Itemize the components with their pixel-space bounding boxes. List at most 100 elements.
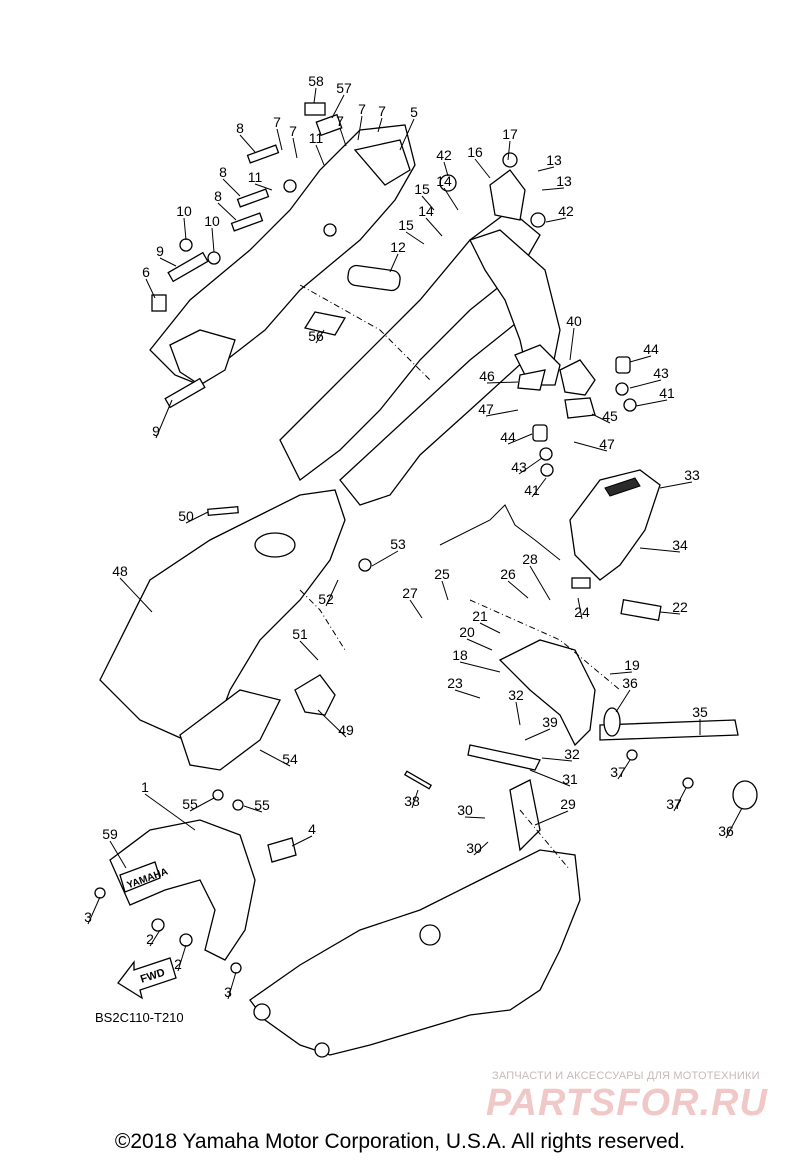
leader-line-28: [421, 195, 435, 211]
callout-label-49: 33: [684, 467, 700, 483]
watermark-subtitle: ЗАПЧАСТИ И АКСЕССУАРЫ ДЛЯ МОТОТЕХНИКИ: [492, 1070, 760, 1082]
screw-55-left: [212, 789, 224, 801]
leader-line-77: [259, 749, 291, 767]
callout-label-25: 13: [556, 173, 572, 189]
bracket-6: [151, 294, 167, 312]
part-illustrations: YAMAHA: [94, 102, 758, 1058]
copyright-notice: ©2018 Yamaha Motor Corporation, U.S.A. A…: [114, 1130, 686, 1153]
callout-label-14: 8: [236, 120, 244, 136]
callout-label-42: 28: [522, 551, 538, 567]
plate-46: [517, 369, 546, 391]
callout-label-54: 37: [610, 764, 626, 780]
callout-label-45: 30: [466, 840, 482, 856]
leader-line-54: [617, 759, 631, 780]
callout-label-83: 59: [102, 826, 118, 842]
callout-label-8: 6: [142, 264, 150, 280]
callout-label-59: 41: [659, 385, 675, 401]
bolt-3-left: [94, 887, 106, 899]
screw-55-right: [232, 799, 244, 811]
leader-line-37: [454, 689, 481, 699]
callout-label-36: 22: [672, 599, 688, 615]
leader-line-30: [474, 158, 491, 179]
callout-label-26: 14: [436, 173, 452, 189]
damper-44-lower: [532, 424, 548, 442]
rear-frame-right-rail: [339, 319, 546, 506]
leader-line-81: [331, 94, 345, 119]
leader-line-63: [629, 379, 662, 389]
connector-24: [571, 577, 591, 589]
leader-line-36: [659, 611, 681, 615]
cover-33-stripe: [604, 477, 641, 497]
callout-label-64: 43: [511, 459, 527, 475]
leader-line-12: [357, 115, 363, 141]
screw-53: [358, 558, 372, 572]
cover-33: [569, 469, 661, 581]
callout-label-47: 32: [508, 687, 524, 703]
tail-light-mount: [169, 329, 236, 386]
tie-38: [403, 770, 433, 790]
callout-label-67: 45: [602, 408, 618, 424]
leader-line-59: [635, 399, 668, 407]
nut-2: [283, 179, 297, 193]
flap-54: [179, 689, 281, 771]
callout-label-29: 15: [398, 217, 414, 233]
callout-label-66: 44: [500, 429, 516, 445]
callout-label-55: 37: [666, 796, 682, 812]
leader-line-4: [87, 896, 101, 925]
leader-line-49: [659, 481, 693, 489]
callout-label-75: 52: [318, 591, 334, 607]
callout-label-57: 39: [542, 714, 558, 730]
leader-line-18: [155, 399, 173, 439]
leader-line-15: [222, 178, 241, 197]
callout-label-77: 54: [282, 751, 298, 767]
leader-line-41: [409, 599, 423, 619]
pin-9-upper: [167, 251, 209, 283]
label-58: [304, 102, 326, 116]
callout-label-9: 7: [273, 114, 281, 130]
leader-line-82: [313, 87, 317, 104]
cable-24: [439, 504, 561, 561]
rod-35: [599, 719, 739, 741]
leader-line-29: [405, 231, 425, 245]
callout-label-3: 2: [174, 956, 182, 972]
leader-line-20: [211, 227, 215, 253]
leader-line-72: [317, 709, 347, 738]
leader-line-7: [399, 118, 415, 151]
callout-label-69: 47: [478, 401, 494, 417]
leader-line-2: [149, 929, 161, 947]
bolt-50: [207, 505, 239, 517]
collar-43-upper: [615, 382, 629, 396]
callout-label-56: 38: [404, 793, 420, 809]
callout-label-1: 1: [141, 779, 149, 795]
leader-line-26: [443, 187, 459, 211]
ref-line-2: [299, 589, 346, 651]
callout-label-24: 13: [546, 152, 562, 168]
nut-3: [323, 223, 337, 237]
leader-line-53: [725, 807, 743, 839]
callout-label-50: 34: [672, 537, 688, 553]
drawing-code: BS2C110-T210: [95, 1010, 184, 1025]
callout-label-4: 3: [84, 909, 92, 925]
callout-label-39: 25: [434, 566, 450, 582]
callout-label-15: 8: [219, 164, 227, 180]
leader-line-67: [591, 413, 611, 424]
stay-29: [509, 779, 541, 852]
callout-label-62: 42: [558, 203, 574, 219]
bolt-8-middle: [236, 188, 270, 208]
callout-label-70: 47: [599, 436, 615, 452]
leader-line-23: [389, 253, 399, 273]
nut-41-lower: [540, 463, 554, 477]
callout-label-37: 23: [447, 675, 463, 691]
collar-12: [347, 264, 401, 292]
callout-label-48: 32: [564, 746, 580, 762]
bar-31: [467, 744, 541, 771]
callout-label-21: 11: [309, 130, 324, 146]
leader-line-66: [507, 433, 533, 445]
shock-mount: [419, 924, 441, 946]
damper-42-right: [530, 212, 546, 228]
collar-43-lower: [539, 447, 553, 461]
leader-line-38: [577, 597, 583, 620]
cap-17: [502, 152, 518, 168]
callout-label-30: 16: [467, 144, 483, 160]
callout-label-41: 27: [402, 585, 418, 601]
